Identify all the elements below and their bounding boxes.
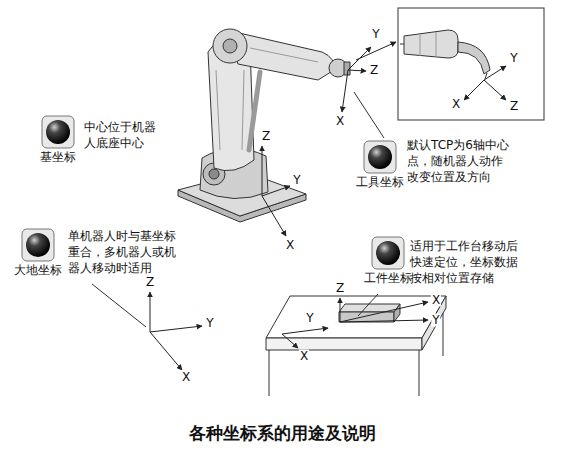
robot-illustration	[223, 39, 237, 53]
robot-illustration	[178, 29, 350, 222]
coordinate-name: 工具坐标	[356, 175, 404, 190]
leader-line	[92, 284, 146, 327]
inset-axes	[484, 66, 506, 80]
worktable	[266, 296, 446, 338]
table-axes	[282, 334, 298, 348]
workpiece-axes	[340, 302, 428, 322]
leader-line	[354, 92, 384, 138]
torch-inset	[398, 8, 544, 120]
axis-label: Z	[261, 130, 271, 143]
worktable	[266, 296, 446, 396]
worktable	[419, 350, 420, 396]
axis-label: X	[299, 350, 309, 363]
workpiece-axes	[340, 320, 428, 322]
axis-label: Y	[305, 312, 314, 325]
sphere-icon	[371, 236, 405, 270]
axis-label: Z	[145, 276, 155, 289]
axis-label: X	[181, 371, 191, 384]
robot-illustration	[249, 72, 260, 150]
sphere	[368, 145, 392, 169]
world-axes	[150, 292, 202, 370]
robot-illustration	[213, 29, 247, 63]
workpiece-axes	[340, 298, 428, 322]
axis-label: X	[285, 239, 295, 252]
icon-frame	[364, 141, 396, 173]
worktable	[266, 338, 422, 350]
axis-label: Z	[369, 64, 379, 77]
icon-frame	[22, 229, 54, 261]
base-axes	[262, 196, 286, 236]
inset-axes	[464, 80, 484, 100]
icon-frame	[42, 116, 74, 148]
description-note: 中心位于机器人底座中心	[84, 119, 162, 151]
caption: 各种坐标系的用途及说明	[189, 422, 376, 444]
description-note: 默认TCP为6轴中心点，随机器人动作改变位置及方向	[407, 137, 512, 185]
coordinate-name: 大地坐标	[14, 263, 62, 278]
torch-inset	[398, 8, 544, 120]
sphere	[26, 233, 50, 257]
axis-label: X	[431, 294, 441, 307]
torch-inset	[400, 44, 404, 45]
tool-axes	[342, 47, 371, 112]
coordinate-icon: 大地坐标	[14, 228, 62, 278]
sphere-icon	[21, 228, 55, 262]
world-axes	[150, 332, 182, 370]
axis-label: X	[451, 98, 461, 111]
worktable	[269, 350, 270, 396]
sphere	[376, 241, 400, 265]
coordinate-icon: 基坐标	[40, 115, 76, 165]
table-axes	[282, 328, 328, 334]
worktable	[394, 304, 400, 322]
table-axes	[282, 328, 328, 348]
coordinate-name: 基坐标	[40, 150, 76, 165]
description-note: 适用于工作台移动后快速定位，坐标数据按相对位置存储	[410, 238, 520, 286]
sphere	[46, 120, 70, 144]
tool-axes	[348, 70, 366, 71]
description-note: 单机器人时与基坐标重合，多机器人或机器人移动时适用	[68, 228, 178, 276]
axis-label: Y	[509, 52, 518, 65]
torch-inset	[420, 32, 436, 57]
world-axes	[150, 292, 151, 332]
robot-illustration	[250, 48, 318, 62]
axis-label: Z	[509, 100, 519, 113]
coordinate-icon: 工具坐标	[356, 140, 404, 190]
robot-illustration	[209, 169, 219, 179]
base-axes	[262, 186, 290, 196]
torch-inset	[404, 30, 458, 58]
icon-frame	[372, 237, 404, 269]
sphere-icon	[363, 140, 397, 174]
inset-axes	[464, 66, 506, 100]
robot-illustration	[216, 70, 244, 150]
world-axes	[150, 326, 202, 332]
axis-label: Z	[335, 282, 345, 295]
workpiece-axes	[340, 298, 341, 322]
axis-label: Y	[292, 174, 301, 187]
coordinate-name: 工件坐标	[364, 271, 412, 286]
coordinate-icon: 工件坐标	[364, 236, 412, 286]
torch-inset	[458, 42, 490, 74]
inset-axes	[484, 80, 506, 100]
axis-label: Y	[431, 314, 440, 327]
base-axes	[262, 146, 263, 196]
tool-axes	[342, 70, 348, 112]
pointer-line	[356, 42, 396, 60]
sphere-icon	[41, 115, 75, 149]
axis-label: X	[335, 115, 345, 128]
worktable	[443, 313, 444, 356]
axis-label: Y	[205, 317, 214, 330]
base-axes	[262, 146, 290, 236]
axis-label: Y	[371, 28, 380, 41]
leader-line	[358, 294, 378, 316]
